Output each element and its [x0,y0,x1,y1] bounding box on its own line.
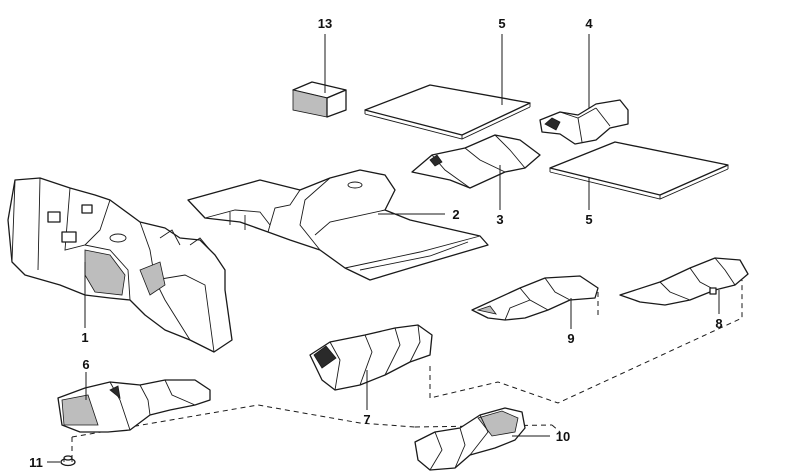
part-10-insulation-piece [414,407,526,471]
callout-7: 7 [363,412,370,427]
part-2-floor-insulation [187,169,489,281]
callout-5-bottom: 5 [585,212,592,227]
part-6-insulation-piece [57,379,211,433]
callout-10: 10 [556,429,570,444]
part-11-clip [60,455,76,467]
part-5-bottom-mat [549,141,729,200]
callout-6: 6 [82,357,89,372]
dashed-boundary [71,280,743,458]
callout-labels: 13 5 4 3 5 2 1 6 7 9 8 10 11 [29,16,722,470]
callout-9: 9 [567,331,574,346]
part-5-top-mat [364,84,531,140]
callout-2: 2 [452,207,459,222]
part-7-insulation-piece [309,324,433,391]
part-1-firewall-insulation [7,177,233,353]
callout-4: 4 [585,16,593,31]
part-8-insulation-piece [619,257,749,306]
callout-11: 11 [29,455,43,470]
callout-1: 1 [81,330,88,345]
part-4-tunnel-cover [539,99,629,145]
callout-8: 8 [715,316,722,331]
leader-lines [47,34,720,463]
callout-3: 3 [496,212,503,227]
callout-5-top: 5 [498,16,505,31]
part-9-insulation-piece [471,275,599,321]
part-3-tunnel-piece [411,134,541,189]
callout-13: 13 [318,16,332,31]
part-13-foam-block [292,81,347,118]
